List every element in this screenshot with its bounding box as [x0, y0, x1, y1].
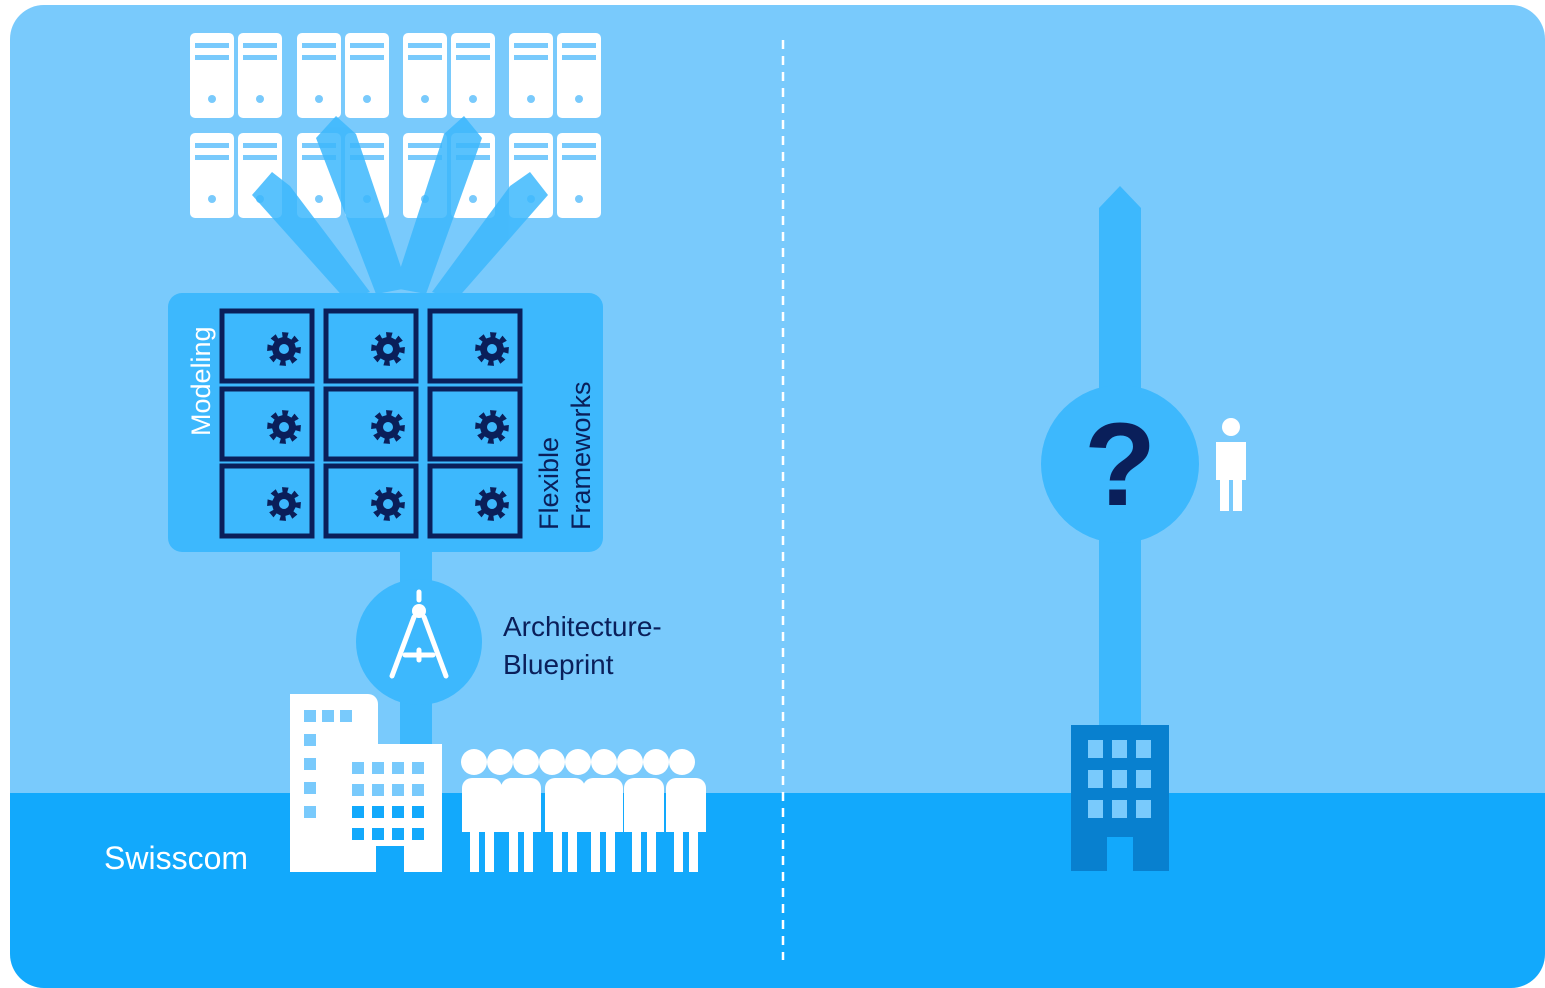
window	[352, 784, 364, 796]
server-icon	[345, 33, 389, 118]
gear-icon	[371, 410, 405, 444]
window	[304, 734, 316, 746]
beam-2	[316, 116, 408, 294]
window	[352, 806, 364, 818]
server-icon	[403, 33, 447, 118]
connection-beams	[252, 116, 548, 300]
person-icon	[624, 778, 664, 872]
person-icon	[462, 778, 502, 872]
person-head	[539, 749, 565, 775]
window	[1088, 800, 1103, 818]
gear-icon	[475, 410, 509, 444]
server-icon	[557, 33, 601, 118]
label-frameworks: Frameworks	[566, 381, 596, 530]
gear-icon	[371, 487, 405, 521]
ground-band	[10, 793, 1545, 988]
window	[392, 762, 404, 774]
server-icon	[190, 133, 234, 218]
gear-icon	[475, 332, 509, 366]
framework-module	[219, 308, 315, 384]
server-icon	[297, 33, 341, 118]
server-icon	[451, 33, 495, 118]
window	[372, 762, 384, 774]
gear-icon	[371, 332, 405, 366]
person-head	[461, 749, 487, 775]
framework-module	[427, 463, 523, 539]
drafting-compass-icon	[389, 589, 449, 679]
window	[412, 762, 424, 774]
person-icon	[666, 778, 706, 872]
gear-grid	[219, 308, 523, 539]
window	[412, 784, 424, 796]
person-head	[565, 749, 591, 775]
framework-module	[219, 463, 315, 539]
framework-module	[323, 386, 419, 462]
person-icon	[1216, 418, 1246, 511]
window	[352, 828, 364, 840]
window	[392, 806, 404, 818]
window	[352, 762, 364, 774]
beam-3	[394, 116, 482, 294]
architecture-label-line2: Blueprint	[503, 649, 614, 680]
person-icon	[545, 778, 585, 872]
person-head	[591, 749, 617, 775]
gear-icon	[267, 332, 301, 366]
window	[392, 784, 404, 796]
people-group	[461, 749, 706, 872]
building-windows	[304, 710, 424, 840]
person-head	[487, 749, 513, 775]
architecture-circle	[356, 579, 482, 705]
window	[322, 710, 334, 722]
question-mark-icon: ?	[1084, 399, 1156, 531]
label-flexible: Flexible	[534, 437, 564, 530]
gear-icon	[475, 487, 509, 521]
window	[412, 806, 424, 818]
window	[372, 784, 384, 796]
beam-1	[252, 172, 370, 300]
company-label: Swisscom	[104, 840, 248, 876]
framework-module	[323, 308, 419, 384]
window	[1112, 770, 1127, 788]
window	[1136, 800, 1151, 818]
window	[304, 806, 316, 818]
window	[304, 710, 316, 722]
office-building-icon-right	[1071, 725, 1169, 871]
window	[304, 782, 316, 794]
person-head	[669, 749, 695, 775]
window	[1112, 800, 1127, 818]
server-icon	[509, 33, 553, 118]
architecture-label-line1: Architecture-	[503, 611, 662, 642]
question-circle	[1041, 385, 1199, 543]
window	[340, 710, 352, 722]
window	[304, 758, 316, 770]
framework-module	[427, 386, 523, 462]
person-head	[643, 749, 669, 775]
server-icon	[557, 133, 601, 218]
server-icon	[190, 33, 234, 118]
window	[392, 828, 404, 840]
window	[1112, 740, 1127, 758]
person-icon	[501, 778, 541, 872]
window	[1136, 770, 1151, 788]
gear-icon	[267, 410, 301, 444]
window	[1088, 740, 1103, 758]
label-modeling: Modeling	[186, 326, 216, 436]
window	[372, 828, 384, 840]
window	[1088, 770, 1103, 788]
person-icon	[583, 778, 623, 872]
beam-4	[432, 172, 548, 300]
window	[412, 828, 424, 840]
gear-icon	[267, 487, 301, 521]
person-head	[617, 749, 643, 775]
person-head	[513, 749, 539, 775]
building-right-windows	[1088, 740, 1151, 818]
server-icon	[238, 33, 282, 118]
window	[372, 806, 384, 818]
framework-module	[323, 463, 419, 539]
framework-module	[219, 386, 315, 462]
framework-module	[427, 308, 523, 384]
window	[1136, 740, 1151, 758]
